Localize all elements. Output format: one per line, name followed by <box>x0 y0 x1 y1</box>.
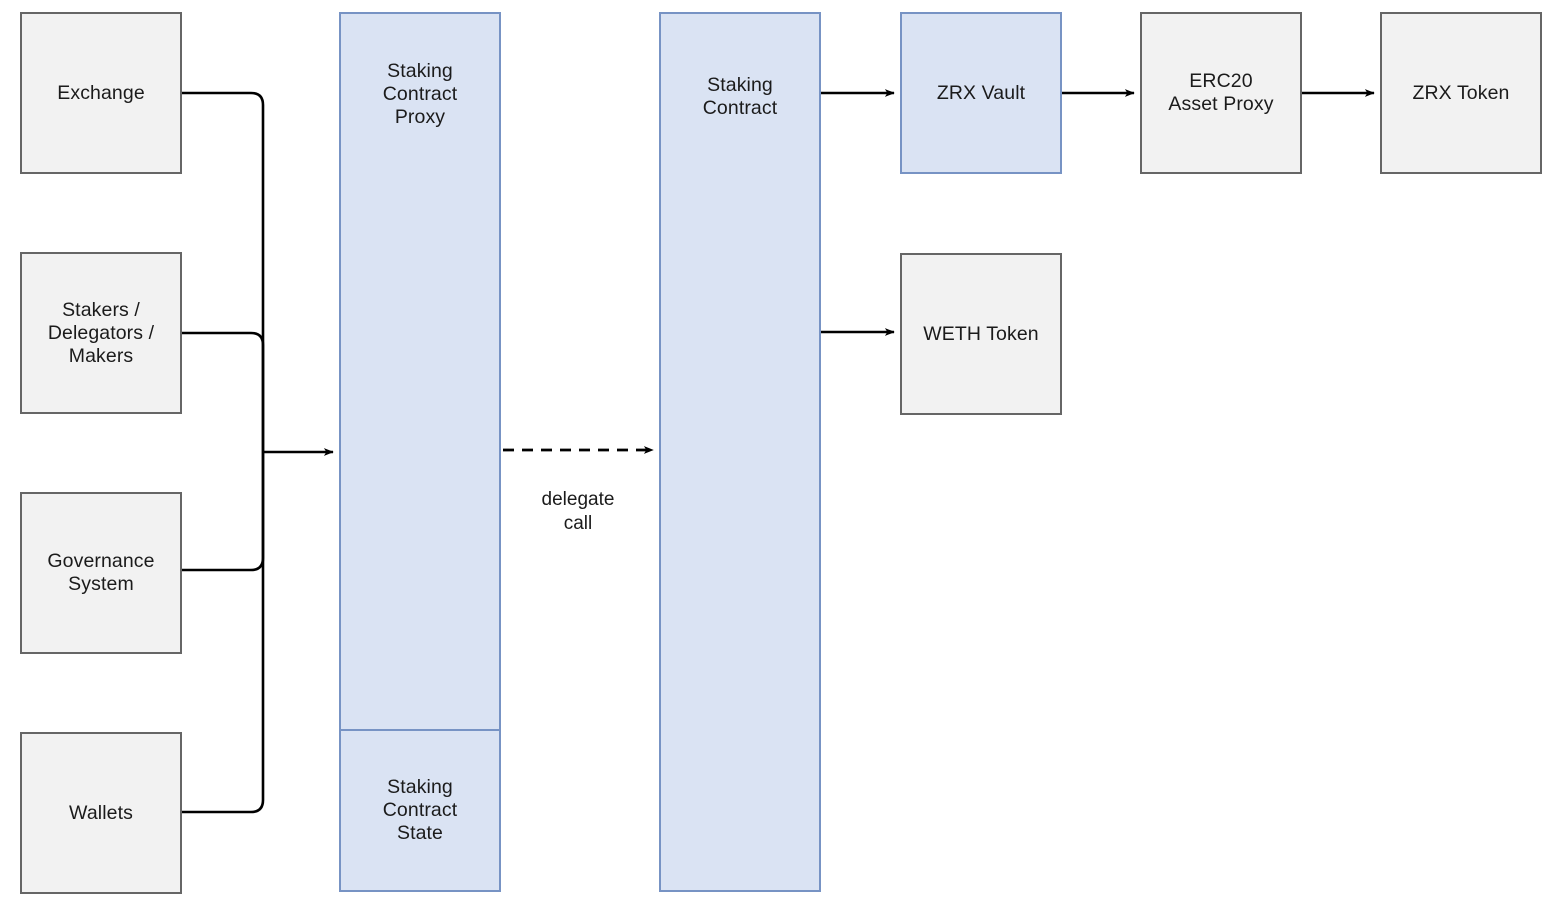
node-staking-contract-state[interactable]: Staking Contract State <box>339 730 501 892</box>
node-zrx-vault[interactable]: ZRX Vault <box>900 12 1062 174</box>
edge-wallets-to-proxy <box>181 452 265 814</box>
node-governance-system[interactable]: Governance System <box>20 492 182 654</box>
edge-label-delegate-call: delegate call <box>508 464 648 535</box>
node-staking-contract-proxy-label: Staking Contract Proxy <box>382 60 458 128</box>
node-zrx-token[interactable]: ZRX Token <box>1380 12 1542 174</box>
edge-governance-to-proxy <box>181 452 265 572</box>
node-weth-token-label: WETH Token <box>923 322 1039 345</box>
node-staking-contract-label: Staking Contract <box>702 74 778 119</box>
node-zrx-vault-label: ZRX Vault <box>936 81 1026 104</box>
edge-label-delegate-call-text: delegate call <box>541 488 615 534</box>
node-stakers-delegators-makers-label: Stakers / Delegators / Makers <box>47 298 155 367</box>
node-erc20-asset-proxy-label: ERC20 Asset Proxy <box>1168 70 1274 115</box>
node-wallets[interactable]: Wallets <box>20 732 182 894</box>
edge-stakers-to-proxy <box>181 331 265 452</box>
node-zrx-token-label: ZRX Token <box>1412 81 1510 104</box>
node-staking-contract[interactable]: Staking Contract <box>659 12 821 892</box>
node-weth-token[interactable]: WETH Token <box>900 253 1062 415</box>
node-stakers-delegators-makers[interactable]: Stakers / Delegators / Makers <box>20 252 182 414</box>
node-governance-system-label: Governance System <box>47 550 155 595</box>
node-exchange-label: Exchange <box>57 81 145 104</box>
node-erc20-asset-proxy[interactable]: ERC20 Asset Proxy <box>1140 12 1302 174</box>
node-staking-contract-proxy[interactable]: Staking Contract Proxy <box>339 12 501 730</box>
node-exchange[interactable]: Exchange <box>20 12 182 174</box>
node-wallets-label: Wallets <box>69 801 133 824</box>
node-staking-contract-state-label: Staking Contract State <box>382 776 458 844</box>
edge-exchange-to-proxy <box>181 91 265 452</box>
